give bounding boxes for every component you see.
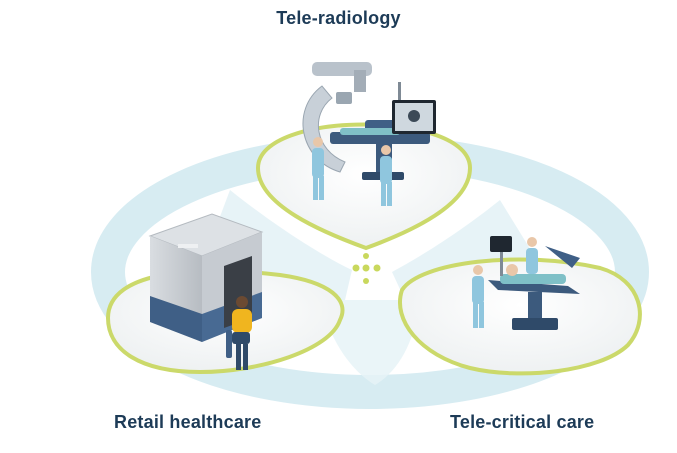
tele-radiology-platform xyxy=(258,62,470,248)
label-tele-critical-care: Tele-critical care xyxy=(450,412,594,433)
connection-dots-icon xyxy=(353,253,381,284)
label-tele-radiology: Tele-radiology xyxy=(0,8,677,29)
retail-healthcare-platform xyxy=(108,214,343,372)
label-retail-healthcare: Retail healthcare xyxy=(114,412,261,433)
monitor-icon xyxy=(392,82,436,134)
